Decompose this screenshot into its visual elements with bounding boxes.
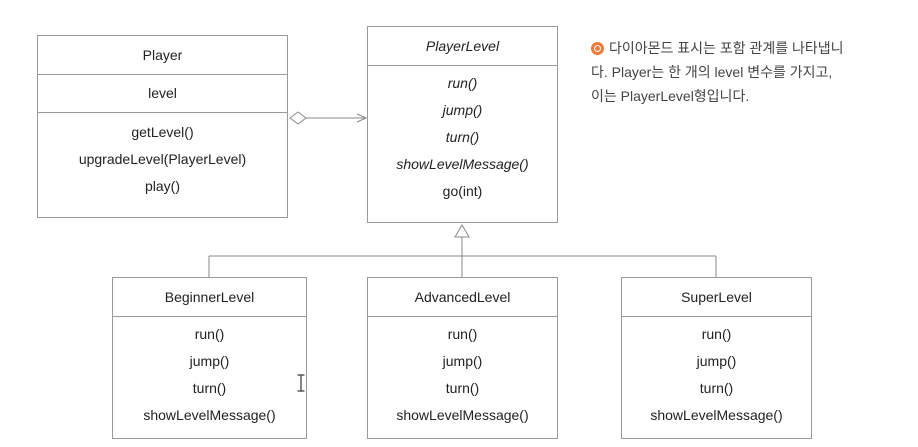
advancedlevel-method: run() <box>447 326 478 342</box>
beginnerlevel-method: showLevelMessage() <box>143 407 276 423</box>
beginnerlevel-method: turn() <box>192 380 227 396</box>
text-cursor-icon <box>297 374 305 392</box>
beginnerlevel-class-header: BeginnerLevel <box>113 278 306 316</box>
playerlevel-method: jump() <box>442 102 483 118</box>
association-arrowhead <box>356 113 368 123</box>
superlevel-class-name: SuperLevel <box>681 289 752 305</box>
playerlevel-method: showLevelMessage() <box>396 156 529 172</box>
superlevel-method: showLevelMessage() <box>650 407 783 423</box>
beginnerlevel-class-box: BeginnerLevel run() jump() turn() showLe… <box>112 277 307 439</box>
playerlevel-method: go(int) <box>442 183 483 199</box>
generalization-connector <box>208 224 717 277</box>
note-line-2: 다. Player는 한 개의 level 변수를 가지고, <box>591 64 833 80</box>
playerlevel-method: turn() <box>445 129 480 145</box>
player-method: play() <box>144 178 180 194</box>
player-class-name: Player <box>142 47 183 63</box>
superlevel-class-box: SuperLevel run() jump() turn() showLevel… <box>621 277 812 439</box>
superlevel-method: run() <box>701 326 732 342</box>
playerlevel-methods: run() jump() turn() showLevelMessage() g… <box>368 65 557 205</box>
advancedlevel-class-box: AdvancedLevel run() jump() turn() showLe… <box>367 277 558 439</box>
player-class-header: Player <box>38 36 287 74</box>
inheritance-triangle <box>454 224 470 238</box>
diagram-note: 다이아몬드 표시는 포함 관계를 나타냅니 다. Player는 한 개의 le… <box>591 36 909 108</box>
beginnerlevel-method: jump() <box>189 353 230 369</box>
beginnerlevel-method: run() <box>194 326 225 342</box>
superlevel-method: jump() <box>696 353 737 369</box>
advancedlevel-method: turn() <box>445 380 480 396</box>
aggregation-diamond <box>289 111 307 125</box>
superlevel-methods: run() jump() turn() showLevelMessage() <box>622 316 811 429</box>
playerlevel-method: run() <box>447 75 478 91</box>
player-attributes: level <box>38 74 287 112</box>
note-line-1: 다이아몬드 표시는 포함 관계를 나타냅니 <box>591 36 909 60</box>
player-attribute-level: level <box>148 85 177 101</box>
playerlevel-class-name: PlayerLevel <box>425 38 500 54</box>
note-line-3: 이는 PlayerLevel형입니다. <box>591 88 750 104</box>
aggregation-connector <box>289 111 368 125</box>
player-class-box: Player level getLevel() upgradeLevel(Pla… <box>37 35 288 218</box>
note-circle-icon <box>591 42 604 55</box>
beginnerlevel-methods: run() jump() turn() showLevelMessage() <box>113 316 306 429</box>
advancedlevel-methods: run() jump() turn() showLevelMessage() <box>368 316 557 429</box>
playerlevel-class-header: PlayerLevel <box>368 27 557 65</box>
player-method: getLevel() <box>131 124 194 140</box>
beginnerlevel-class-name: BeginnerLevel <box>164 289 255 305</box>
advancedlevel-class-name: AdvancedLevel <box>414 289 511 305</box>
superlevel-class-header: SuperLevel <box>622 278 811 316</box>
playerlevel-class-box: PlayerLevel run() jump() turn() showLeve… <box>367 26 558 223</box>
advancedlevel-class-header: AdvancedLevel <box>368 278 557 316</box>
superlevel-method: turn() <box>699 380 734 396</box>
player-methods: getLevel() upgradeLevel(PlayerLevel) pla… <box>38 112 287 200</box>
player-method: upgradeLevel(PlayerLevel) <box>78 151 247 167</box>
advancedlevel-method: jump() <box>442 353 483 369</box>
advancedlevel-method: showLevelMessage() <box>396 407 529 423</box>
